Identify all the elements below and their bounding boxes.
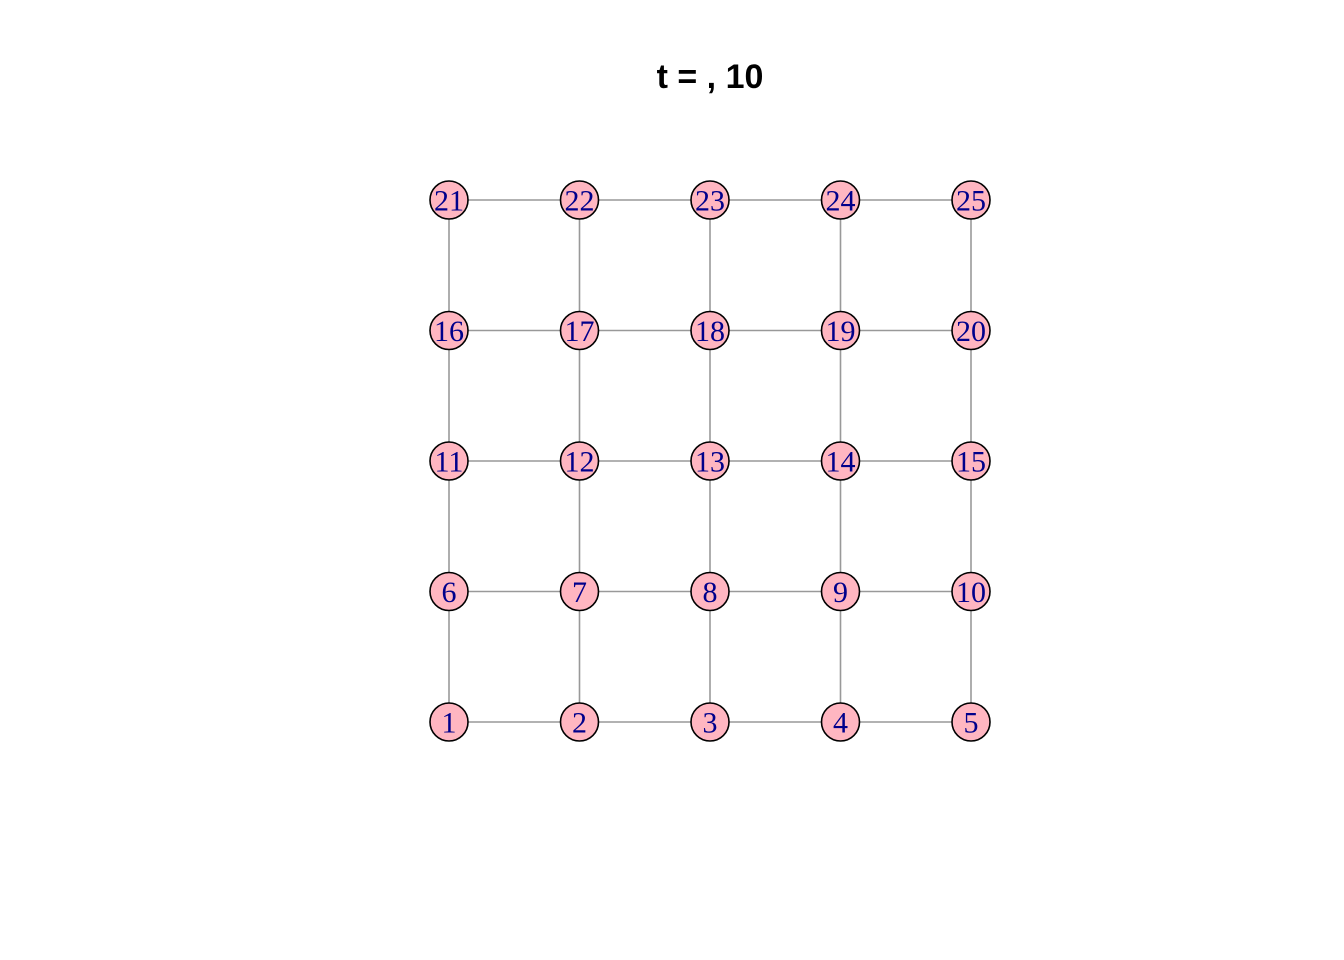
node-label: 23 <box>695 185 725 218</box>
node-10: 10 <box>951 571 991 612</box>
node-label: 9 <box>833 576 848 609</box>
node-circle <box>690 702 730 742</box>
node-14: 14 <box>820 441 861 481</box>
node-6: 6 <box>429 571 469 612</box>
node-15: 15 <box>951 441 991 481</box>
node-4: 4 <box>820 702 861 742</box>
node-23: 23 <box>690 180 730 220</box>
node-24: 24 <box>820 180 861 220</box>
node-circle <box>820 441 861 481</box>
node-label: 22 <box>565 185 595 218</box>
node-label: 1 <box>442 707 457 740</box>
node-circle <box>951 310 991 351</box>
node-11: 11 <box>429 441 469 481</box>
node-label: 5 <box>964 707 979 740</box>
node-label: 14 <box>826 446 856 479</box>
node-circle <box>690 310 730 351</box>
node-9: 9 <box>820 571 861 612</box>
node-circle <box>690 571 730 612</box>
node-7: 7 <box>559 571 600 612</box>
node-circle <box>820 310 861 351</box>
node-12: 12 <box>559 441 600 481</box>
node-circle <box>951 702 991 742</box>
node-label: 15 <box>956 446 986 479</box>
node-circle <box>559 441 600 481</box>
node-label: 19 <box>826 315 856 348</box>
node-label: 7 <box>572 576 587 609</box>
node-3: 3 <box>690 702 730 742</box>
node-circle <box>559 310 600 351</box>
node-21: 21 <box>429 180 469 220</box>
node-19: 19 <box>820 310 861 351</box>
node-13: 13 <box>690 441 730 481</box>
node-circle <box>951 571 991 612</box>
node-label: 18 <box>695 315 725 348</box>
node-circle <box>820 180 861 220</box>
node-label: 3 <box>703 707 718 740</box>
node-label: 25 <box>956 185 986 218</box>
node-label: 10 <box>956 576 986 609</box>
node-circle <box>690 441 730 481</box>
node-circle <box>429 180 469 220</box>
node-label: 2 <box>572 707 587 740</box>
node-20: 20 <box>951 310 991 351</box>
node-label: 6 <box>442 576 457 609</box>
plot-title: t = , 10 <box>656 58 764 96</box>
node-label: 17 <box>565 315 595 348</box>
node-8: 8 <box>690 571 730 612</box>
node-2: 2 <box>559 702 600 742</box>
node-label: 21 <box>434 185 464 218</box>
node-label: 16 <box>434 315 464 348</box>
node-17: 17 <box>559 310 600 351</box>
node-circle <box>951 180 991 220</box>
node-label: 12 <box>565 446 595 479</box>
node-circle <box>429 571 469 612</box>
node-25: 25 <box>951 180 991 220</box>
edges-layer <box>448 199 972 723</box>
node-label: 11 <box>435 446 464 479</box>
node-5: 5 <box>951 702 991 742</box>
node-circle <box>429 310 469 351</box>
node-label: 8 <box>703 576 718 609</box>
node-circle <box>820 571 861 612</box>
node-18: 18 <box>690 310 730 351</box>
node-circle <box>559 180 600 220</box>
node-circle <box>559 571 600 612</box>
node-label: 4 <box>833 707 848 740</box>
node-circle <box>429 702 469 742</box>
node-circle <box>690 180 730 220</box>
node-16: 16 <box>429 310 469 351</box>
node-22: 22 <box>559 180 600 220</box>
node-label: 20 <box>956 315 986 348</box>
node-label: 13 <box>695 446 725 479</box>
node-circle <box>429 441 469 481</box>
node-circle <box>559 702 600 742</box>
node-label: 24 <box>826 185 856 218</box>
node-circle <box>820 702 861 742</box>
node-1: 1 <box>429 702 469 742</box>
node-circle <box>951 441 991 481</box>
